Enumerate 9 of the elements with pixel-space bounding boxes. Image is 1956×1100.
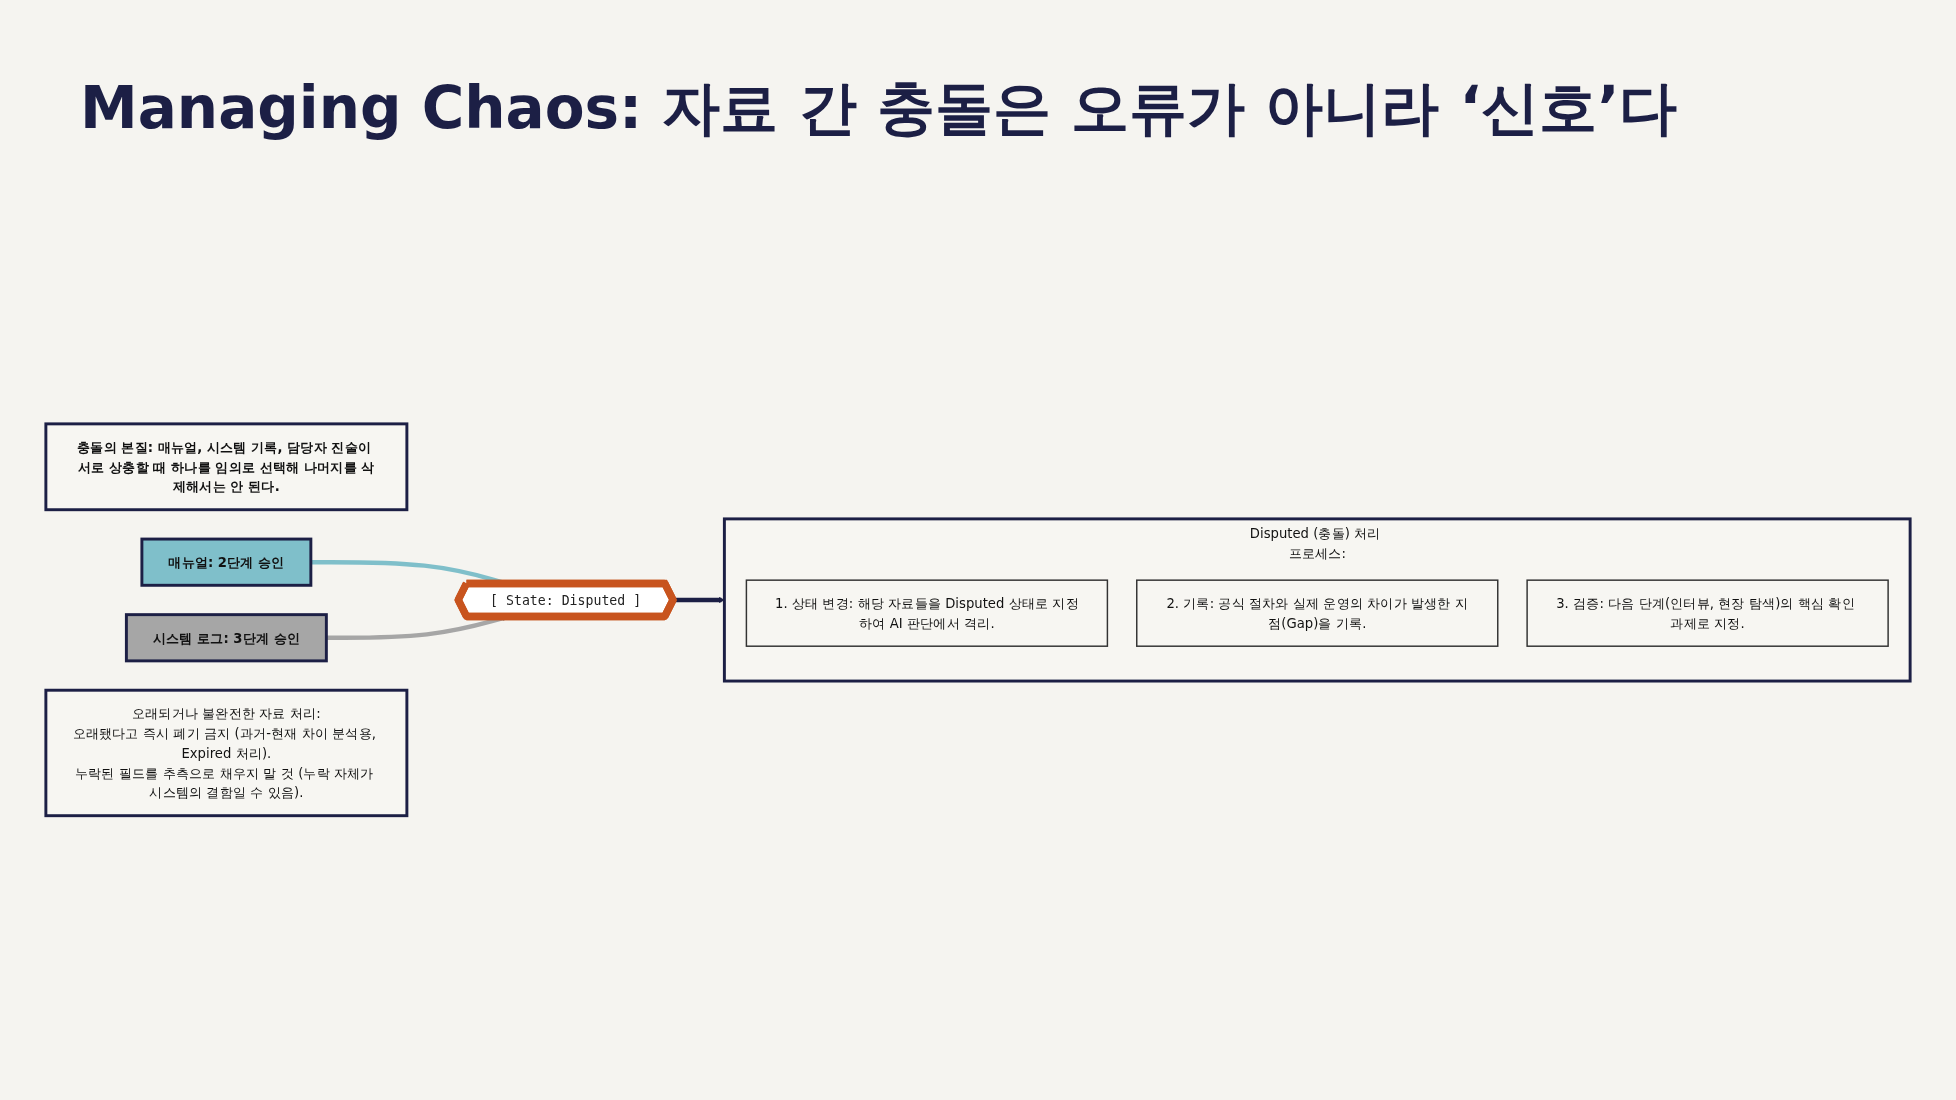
node-box: 3. 검증: 다음 단계(인터뷰, 현장 탐색)의 핵심 확인 과제로 지정. bbox=[1526, 579, 1889, 648]
node-box: 2. 기록: 공식 절차와 실제 운영의 차이가 발생한 지점(Gap)을 기록. bbox=[1136, 579, 1499, 648]
title: Managing Chaos: 자료 간 충돌은 오류가 아니라 ‘신호’다 bbox=[80, 73, 1679, 144]
node-box: 오래되거나 불완전한 자료 처리: 오래됐다고 즉시 폐기 금지 (과거-현재 차이 분석용, Expired 처리). 누락된 필드를 추측으로 채우지 말 것 (누락 자체가 시스템의 결함일 수 있음). bbox=[44, 688, 409, 818]
node-box: 1. 상태 변경: 해당 자료들을 Disputed 상태로 지정하여 AI 판단에서 격리. bbox=[745, 579, 1109, 648]
node-box: 시스템 로그: 3단계 승인 bbox=[124, 613, 328, 663]
node-box: 매뉴얼: 2단계 승인 bbox=[140, 537, 313, 587]
arrow bbox=[673, 596, 725, 604]
node-box: 충돌의 본질: 매뉴얼, 시스템 기록, 담당자 진술이 서로 상충할 때 하나를 임의로 선택해 나머지를 삭제해서는 안 된다. bbox=[44, 422, 409, 512]
